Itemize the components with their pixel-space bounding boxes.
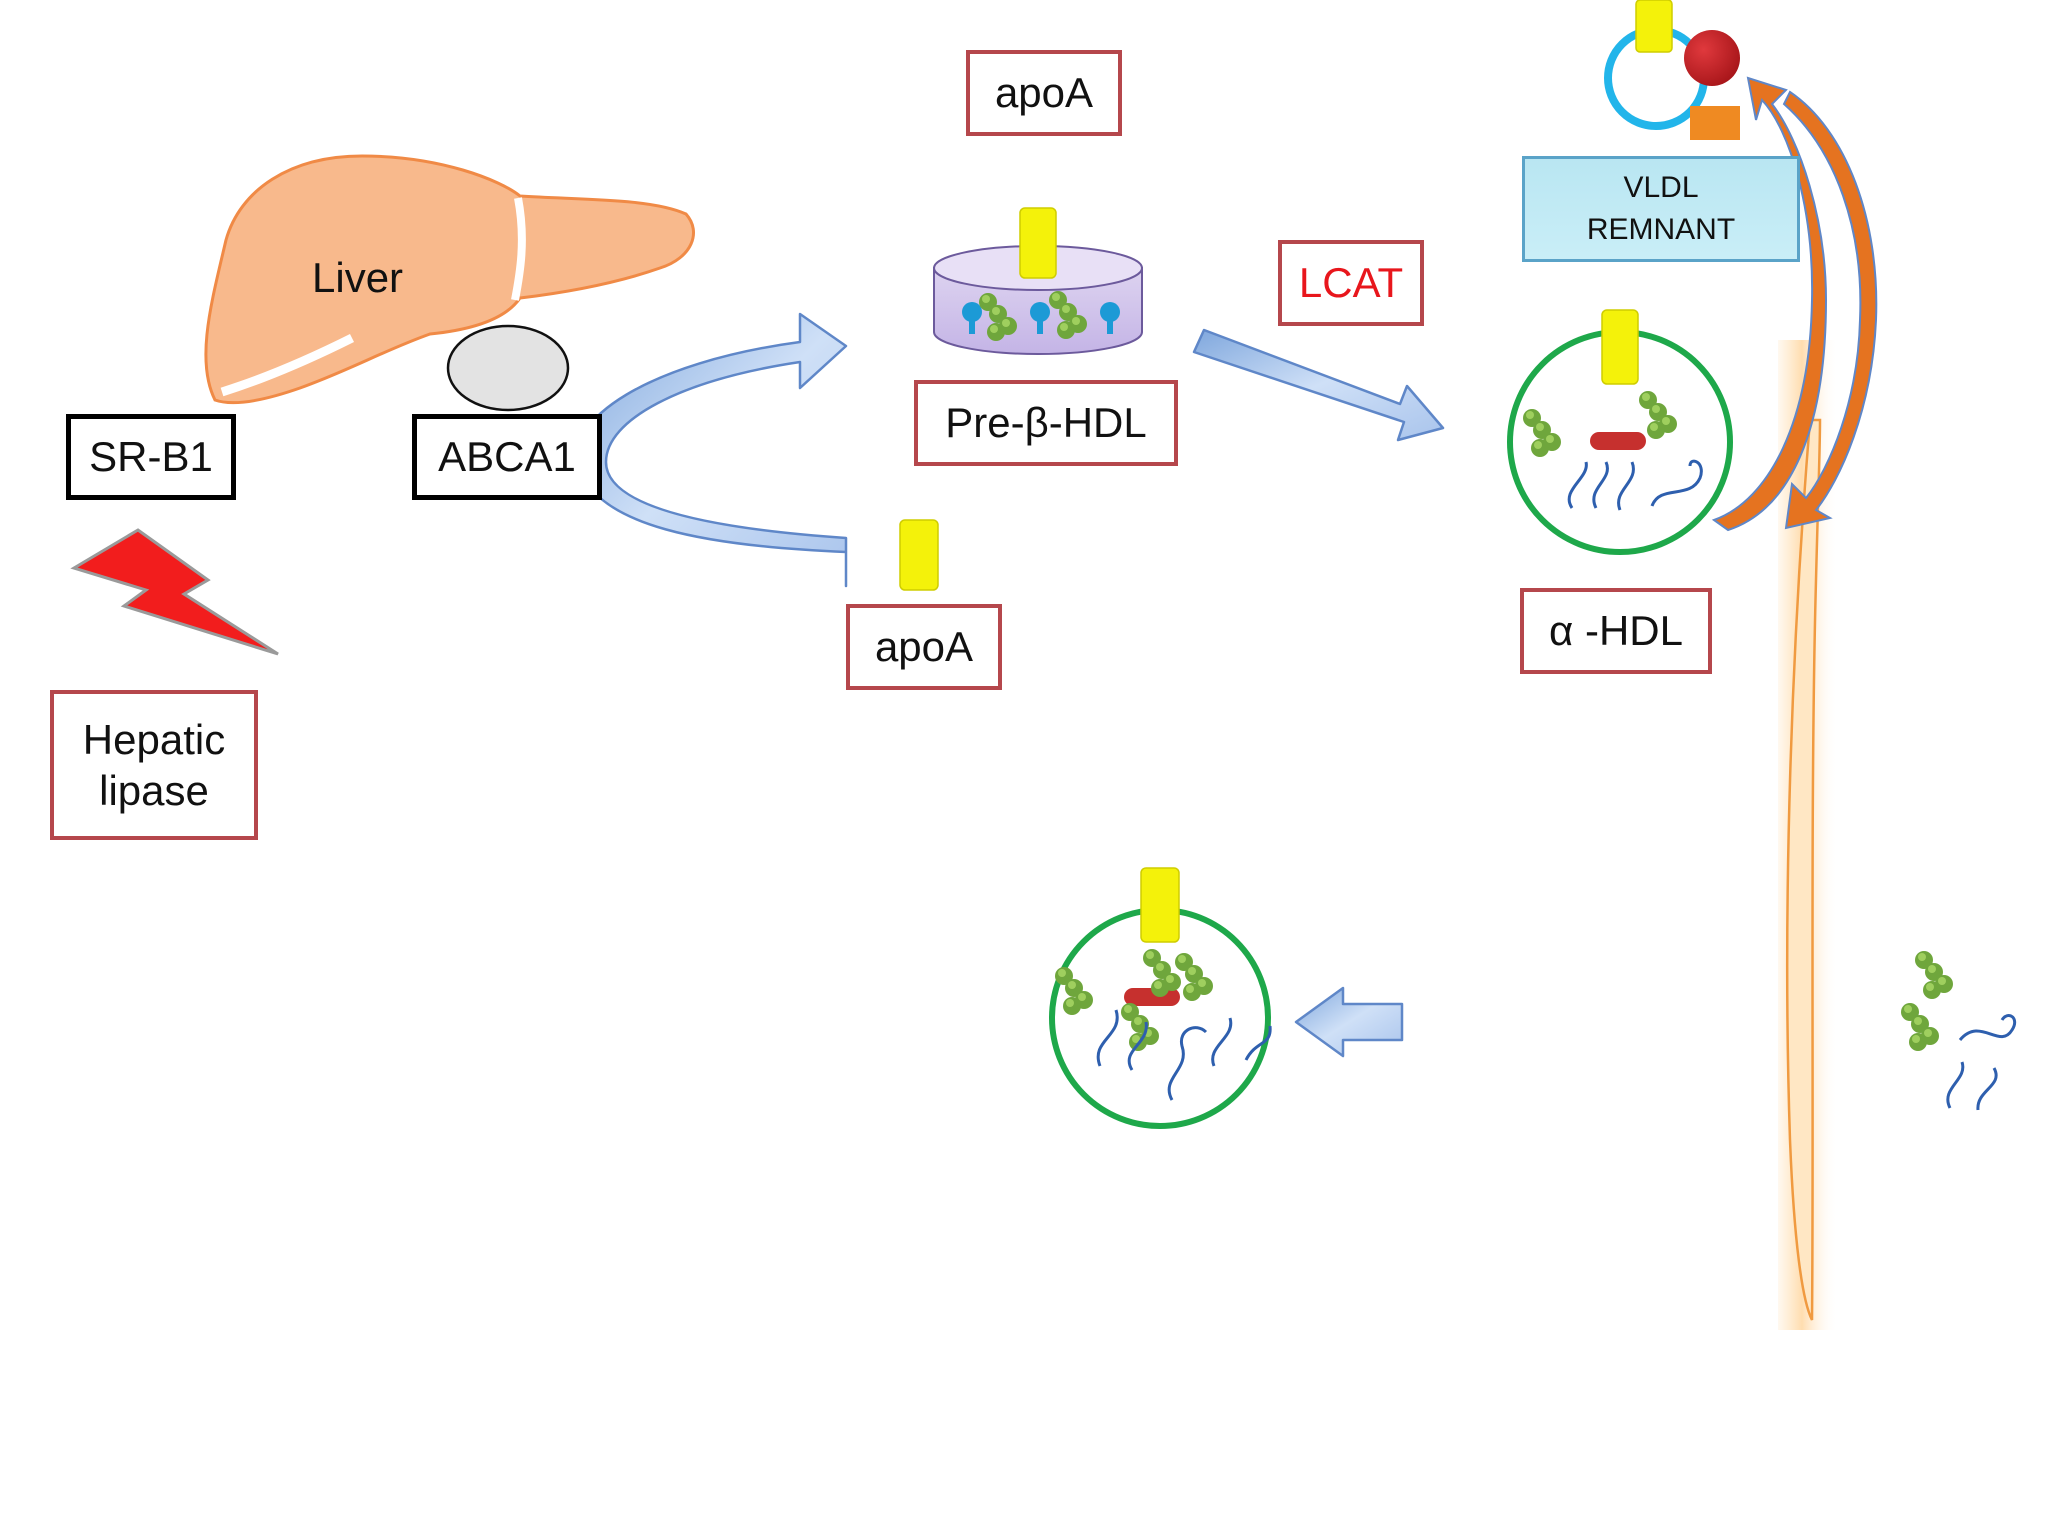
lightning-icon [70,528,279,656]
lcat-maturation-arrow [1192,328,1445,442]
vldl-remnant-particle-icon [1604,0,1740,140]
apoa-top-label: apoA [966,50,1122,136]
cetp-exchange-arrows [1711,76,1878,532]
liver-label: Liver [312,254,404,301]
apoa-protein-icon [899,519,939,591]
apoa-bottom-label: apoA [846,604,1002,690]
vldl-remnant-label: VLDL REMNANT [1522,156,1800,262]
lcat-label: LCAT [1278,240,1424,326]
abca1-transporter-icon [446,324,570,412]
sr-b1-label: SR-B1 [66,414,236,500]
abca1-label: ABCA1 [412,414,602,500]
free-cholesterol-icon [1901,951,2017,1111]
hdl-particle-icon [1507,309,1733,555]
pre-beta-hdl-disc-icon [933,207,1143,355]
efflux-curved-arrow [576,312,848,588]
efflux-left-arrow [1294,986,1404,1058]
mature-hdl-particle-icon [1049,867,1272,1129]
alpha-hdl-label: α -HDL [1520,588,1712,674]
pre-beta-hdl-label: Pre-β-HDL [914,380,1178,466]
hepatic-lipase-label: Hepatic lipase [50,690,258,840]
vldl-label-line1: VLDL [1623,171,1699,204]
vldl-label-line2: REMNANT [1586,213,1736,246]
liver-icon [204,154,695,405]
